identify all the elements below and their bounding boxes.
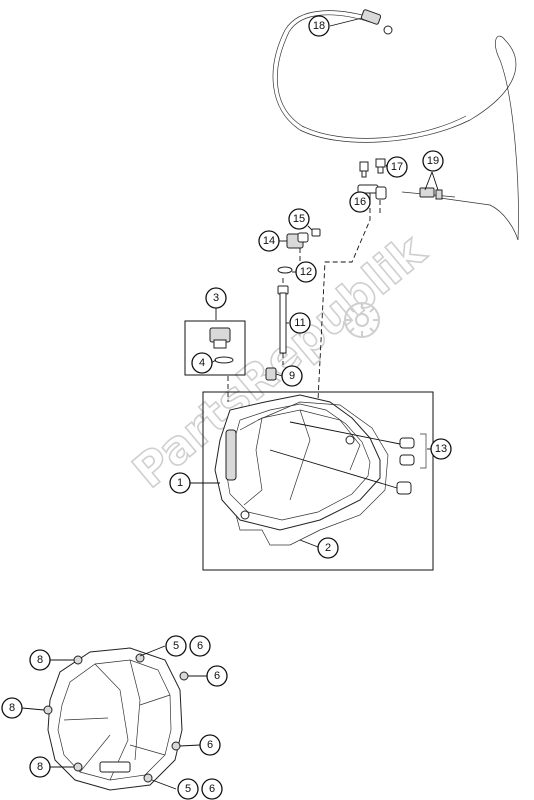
svg-text:17: 17 — [391, 161, 403, 173]
clutch-cover-box — [202, 391, 434, 571]
callout-8-top: 8 — [29, 649, 51, 671]
callout-4: 4 — [191, 352, 213, 374]
clutch-cover — [214, 394, 381, 531]
svg-text:9: 9 — [289, 370, 295, 382]
cable-end-fitting — [401, 187, 456, 200]
callout-6-top: 6 — [189, 635, 211, 657]
release-lever — [357, 184, 387, 200]
spring — [265, 367, 277, 381]
callout-18: 18 — [308, 15, 330, 37]
oil-filler-plug — [209, 327, 234, 364]
callout-6-right: 6 — [206, 665, 228, 687]
svg-text:8: 8 — [37, 761, 43, 773]
svg-text:6: 6 — [197, 640, 203, 652]
leader-lines — [21, 17, 439, 790]
callout-9: 9 — [281, 365, 303, 387]
svg-text:14: 14 — [263, 235, 275, 247]
svg-text:16: 16 — [354, 196, 366, 208]
cable-holder — [286, 228, 321, 249]
callout-1: 1 — [169, 472, 191, 494]
push-rod — [277, 278, 289, 365]
outer-clutch-cover — [47, 647, 183, 791]
svg-text:8: 8 — [37, 654, 43, 666]
clutch-cable — [272, 9, 519, 241]
callout-8-left: 8 — [1, 697, 23, 719]
svg-text:18: 18 — [313, 20, 325, 32]
callout-17: 17 — [386, 156, 408, 178]
svg-text:5: 5 — [173, 640, 179, 652]
callout-14: 14 — [258, 230, 280, 252]
gear-icon — [344, 302, 380, 338]
callout-13: 13 — [430, 438, 452, 460]
callout-5-bottom: 5 — [177, 778, 199, 800]
callout-8-bottom: 8 — [29, 756, 51, 778]
svg-text:12: 12 — [300, 266, 312, 278]
svg-text:15: 15 — [293, 213, 305, 225]
callout-12: 12 — [295, 261, 317, 283]
svg-text:2: 2 — [325, 542, 331, 554]
svg-text:13: 13 — [435, 443, 447, 455]
svg-text:11: 11 — [294, 317, 305, 329]
svg-text:8: 8 — [9, 702, 15, 714]
svg-text:1: 1 — [177, 477, 183, 489]
svg-text:6: 6 — [214, 670, 220, 682]
cover-gasket — [235, 401, 389, 546]
bushings — [396, 433, 427, 495]
callout-2: 2 — [317, 537, 339, 559]
callout-16: 16 — [349, 191, 371, 213]
bolts-17 — [359, 158, 386, 178]
callout-6-bottom: 6 — [201, 778, 223, 800]
callout-19: 19 — [422, 150, 444, 172]
svg-text:3: 3 — [213, 292, 219, 304]
svg-text:4: 4 — [199, 357, 205, 369]
circlip — [277, 266, 293, 274]
svg-text:6: 6 — [207, 739, 213, 751]
callout-11: 11 — [289, 312, 311, 334]
callout-3: 3 — [205, 287, 227, 309]
callout-5-top: 5 — [165, 635, 187, 657]
svg-text:5: 5 — [185, 783, 191, 795]
svg-text:6: 6 — [209, 783, 215, 795]
callout-6-mid: 6 — [199, 734, 221, 756]
callout-15: 15 — [288, 208, 310, 230]
oil-filler-box — [184, 320, 246, 376]
svg-text:19: 19 — [427, 155, 439, 167]
